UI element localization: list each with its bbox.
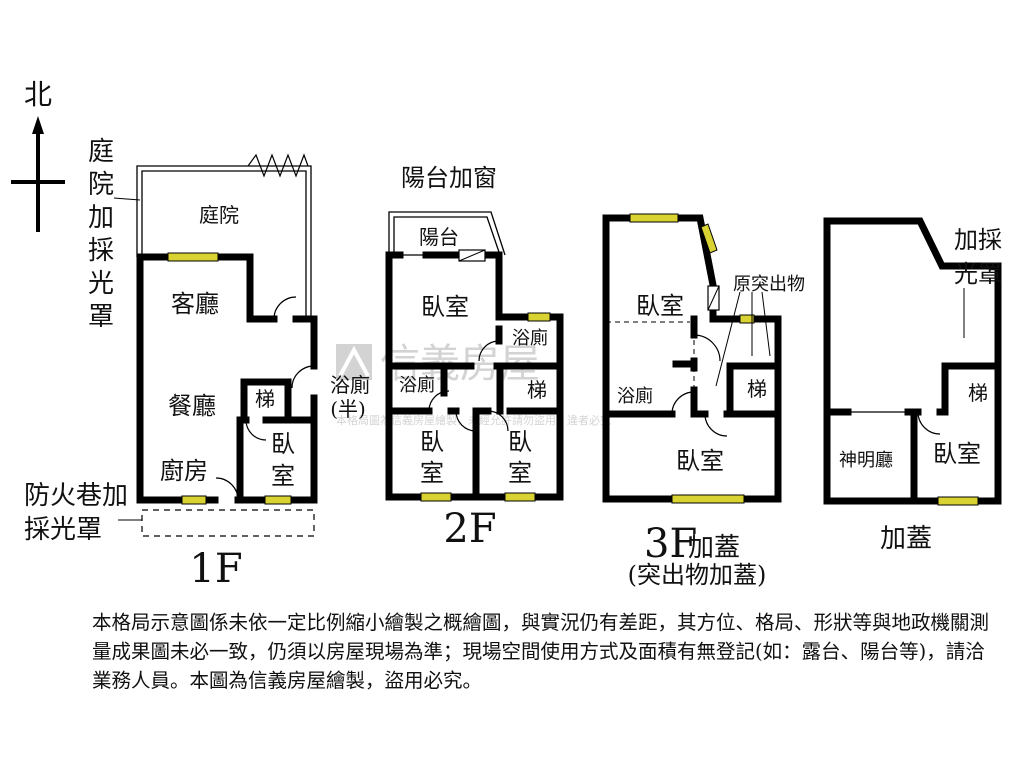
2f-window-bed-a (420, 492, 452, 502)
room-bedroom-2f-b-top: 臥 (508, 428, 532, 456)
room-stairs-roof: 梯 (968, 381, 988, 405)
3f-protrusion-diagonal (707, 285, 720, 311)
3f-window-small (739, 314, 755, 324)
floor-3f: 臥室 原突出物 浴廁 梯 臥室 3F 加蓋 (突出物加蓋) (602, 213, 805, 589)
room-bedroom-2f-a-top: 臥 (420, 428, 444, 456)
yard-outline (136, 153, 312, 318)
room-bath-2f-left: 浴廁 (399, 374, 435, 396)
floor-label-3f-suffix: 加蓋 (688, 533, 740, 563)
1f-window-south-kitchen (181, 495, 207, 505)
watermark-logo-mark (338, 345, 370, 377)
room-shrine: 神明廳 (839, 450, 893, 471)
yard-cover-char: 採 (88, 236, 114, 266)
yard-cover-char: 庭 (88, 137, 114, 167)
1f-door-arcs (215, 296, 315, 501)
room-stairs-1f: 梯 (255, 387, 275, 411)
yard-cover-char: 罩 (88, 302, 114, 332)
2f-window-bed-b (504, 492, 536, 502)
floor-label-2f: 2F (443, 506, 496, 552)
balcony-window-label: 陽台加窗 (401, 164, 497, 192)
room-bath-1f-note: (半) (330, 397, 366, 421)
yard-cover-leader (113, 197, 141, 201)
roof-door-arc (917, 411, 941, 435)
room-bedroom-2f-a-bottom: 室 (420, 459, 444, 487)
fire-lane-outline (141, 509, 315, 537)
fire-lane-label-2: 採光罩 (24, 515, 102, 545)
floor-1f: 庭院 客廳 餐廳 廚房 梯 臥 室 浴廁 (半) 庭 院 加 採 光 罩 防火巷… (24, 137, 370, 592)
2f-walls (385, 251, 564, 501)
skylight-label-2: 光罩 (954, 260, 1002, 288)
2f-door-arcs (428, 340, 509, 432)
3f-door-arcs (671, 334, 728, 437)
3f-window-north (629, 213, 679, 223)
skylight-label-1: 加採 (954, 226, 1002, 254)
room-bedroom-2f-b-bottom: 室 (508, 459, 532, 487)
disclaimer-text: 本格局示意圖係未依一定比例縮小繪製之概繪圖，與實況仍有差距，其方位、格局、形狀等… (92, 611, 990, 692)
2f-window-bath (527, 312, 551, 322)
floor-label-roof: 加蓋 (880, 524, 932, 554)
room-stairs-2f: 梯 (527, 378, 547, 402)
floor-roof: 加採 光罩 梯 神明廳 臥室 加蓋 (823, 217, 1002, 554)
2f-protrusion-diagonal (458, 249, 486, 262)
floor-label-1f: 1F (189, 546, 242, 592)
north-arrow-icon (32, 116, 44, 134)
room-bath-2f-right: 浴廁 (512, 327, 548, 349)
room-living: 客廳 (171, 290, 219, 318)
1f-window-south-bedroom (264, 495, 292, 505)
room-balcony: 陽台 (419, 225, 459, 249)
room-bedroom-1f-bottom: 室 (271, 462, 295, 490)
fire-lane-label-1: 防火巷加 (24, 481, 128, 511)
roof-walls (823, 217, 1002, 505)
watermark-logo-icon (336, 344, 372, 380)
roof-window-south (937, 496, 979, 506)
room-stairs-3f: 梯 (747, 377, 767, 401)
original-protrusion-label: 原突出物 (733, 274, 805, 295)
1f-walls (136, 253, 318, 504)
room-dining: 餐廳 (168, 392, 216, 420)
balcony-window-outline (388, 211, 506, 256)
yard-cover-char: 院 (88, 170, 114, 200)
3f-window-south (671, 494, 745, 504)
room-bedroom-3f-top: 臥室 (636, 292, 684, 320)
floor-2f: 陽台加窗 陽台 臥室 浴廁 浴廁 梯 臥 室 臥 室 2F (385, 164, 564, 552)
room-bath-1f: 浴廁 (330, 373, 370, 397)
1f-window-north (167, 252, 219, 262)
room-bath-3f: 浴廁 (617, 385, 653, 407)
yard-cover-char: 光 (88, 269, 114, 299)
north-label: 北 (24, 78, 52, 111)
room-bedroom-1f-top: 臥 (271, 430, 295, 458)
room-kitchen: 廚房 (160, 457, 208, 485)
floor-label-3f: 3F (644, 521, 697, 567)
room-yard: 庭院 (199, 203, 239, 227)
yard-spring-symbol (247, 153, 309, 178)
yard-cover-char: 加 (88, 203, 114, 233)
room-bedroom-2f-main: 臥室 (421, 293, 469, 321)
room-bedroom-3f-bottom: 臥室 (676, 447, 724, 475)
floor-sub-label-3f: (突出物加蓋) (628, 561, 767, 589)
north-compass: 北 (11, 78, 65, 232)
3f-protrusion-leaders (715, 291, 771, 387)
room-bedroom-roof: 臥室 (933, 440, 981, 468)
yard-cover-label: 庭 院 加 採 光 罩 (88, 137, 114, 332)
3f-window-angled (700, 223, 718, 254)
